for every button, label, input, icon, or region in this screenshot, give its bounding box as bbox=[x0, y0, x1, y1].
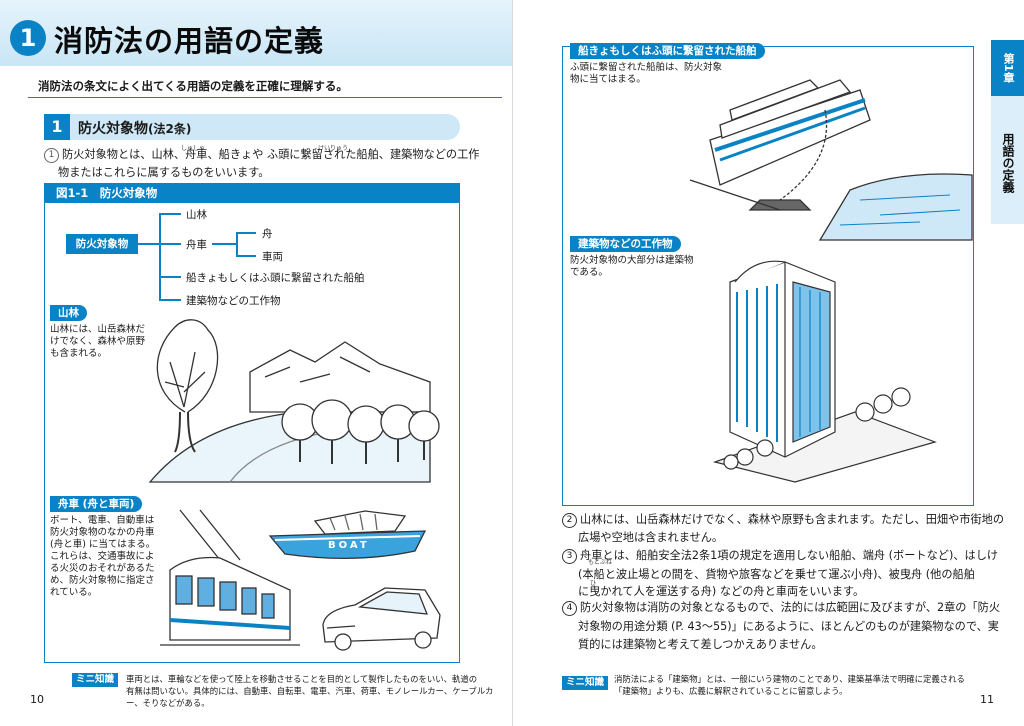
car-illustration bbox=[322, 587, 441, 651]
mini-text-line: 消防法による「建築物」とは、一般にいう建物のことであり、建築基準法で明確に定義さ… bbox=[614, 674, 965, 684]
tree-kenchiku: 建築物などの工作物 bbox=[186, 295, 281, 307]
chapter-side-tab: 第1章 用語の定義 bbox=[991, 40, 1024, 226]
side-tab-chapter: 第1章 bbox=[991, 40, 1024, 96]
paragraph-2-line-1: 山林には、山岳森林だけでなく、森林や原野も含まれます。ただし、田畑や市街地の bbox=[580, 513, 1005, 526]
chapter-title: 消防法の用語の定義 bbox=[54, 24, 325, 58]
ship-caption-line: 物に当てはまる。 bbox=[570, 74, 646, 85]
chapter-header: 1 消防法の用語の定義 bbox=[0, 0, 512, 66]
figure-title: 図1-1 防火対象物 bbox=[56, 186, 158, 200]
paragraph-2-line-2: 広場や空地は含まれません。 bbox=[578, 531, 724, 544]
tree-line bbox=[236, 255, 256, 257]
chapter-lead: 消防法の条文によく出てくる用語の定義を正確に理解する。 bbox=[38, 79, 348, 93]
ship-tag: 船きょもしくはふ頭に繋留された船舶 bbox=[570, 43, 765, 59]
paragraph-1-line-1: 防火対象物とは、山林、舟車、船きょや ふ頭に繋留された船舶、建築物などの工作 bbox=[62, 148, 480, 161]
side-tab-title: 用語の定義 bbox=[991, 96, 1024, 224]
ruby-hikari: ひ bbox=[590, 580, 597, 587]
sanrin-caption-line: 山林には、山岳森林だ bbox=[50, 324, 146, 335]
tree-line bbox=[159, 213, 161, 301]
shusha-caption: ボート、電車、自動車は 防火対象物のなかの舟車 (舟と車) に当てはまる。 これ… bbox=[50, 515, 155, 599]
ship-caption-line: ふ頭に繋留された船舶は、防火対象 bbox=[570, 62, 723, 73]
tree-fune: 舟 bbox=[262, 228, 273, 240]
paragraph-number: 2 bbox=[562, 513, 577, 528]
tree-line bbox=[159, 276, 181, 278]
tree-shusha: 舟車 bbox=[186, 239, 207, 251]
ruby-motobune: もとぶね bbox=[588, 559, 612, 566]
mini-text-line: 車両とは、車輪などを使って陸上を移動させることを目的として製作したものをいい、軌… bbox=[126, 674, 478, 684]
ruby-shusha: しゅしゃ bbox=[181, 145, 206, 152]
paragraph-4-line-1: 防火対象物は消防の対象となるもので、法的には広範囲に及びますが、2章の「防火 bbox=[580, 601, 1001, 614]
mini-text-line: 「建築物」よりも、広義に解釈されていることに留意しよう。 bbox=[614, 686, 848, 696]
tree-line bbox=[236, 232, 256, 234]
ruby-keiryu: けいりゅう bbox=[318, 145, 349, 152]
sanrin-caption-line: けでなく、森林や原野 bbox=[50, 336, 146, 347]
shusha-caption-line: 防火対象物のなかの舟車 bbox=[50, 527, 155, 538]
shusha-caption-line: る火災のおそれがあるた bbox=[50, 563, 155, 574]
section-number: 1 bbox=[44, 114, 70, 140]
chapter-number: 1 bbox=[10, 20, 46, 56]
section-title-main: 防火対象物 bbox=[78, 121, 148, 137]
mini-knowledge-label-right: ミニ知識 bbox=[562, 676, 609, 690]
shusha-tag: 舟車 (舟と車両) bbox=[50, 496, 143, 512]
ship-illustration bbox=[689, 79, 973, 241]
boat-label: BOAT bbox=[328, 540, 370, 551]
page-number: 10 bbox=[30, 693, 44, 706]
paragraph-4-line-3: 質的には建築物と考えて差しつかえありません。 bbox=[578, 638, 823, 651]
paragraph-number: 3 bbox=[562, 549, 577, 564]
boat-illustration bbox=[268, 510, 427, 559]
building-caption-line: である。 bbox=[570, 267, 608, 278]
section-header: 1 防火対象物(法2条) bbox=[44, 114, 460, 140]
tree-line bbox=[236, 232, 238, 256]
paragraph-number: 4 bbox=[562, 601, 577, 616]
tree-line bbox=[159, 243, 181, 245]
forest-illustration bbox=[148, 319, 440, 483]
section-title: 防火対象物(法2条) bbox=[78, 118, 191, 138]
sanrin-caption: 山林には、山岳森林だ けでなく、森林や原野 も含まれる。 bbox=[50, 324, 145, 360]
shusha-caption-line: ボート、電車、自動車は bbox=[50, 515, 155, 526]
sanrin-caption-line: も含まれる。 bbox=[50, 348, 108, 359]
shusha-caption-line: れている。 bbox=[50, 587, 98, 598]
mini-knowledge-label: ミニ知識 bbox=[72, 673, 119, 687]
ship-caption: ふ頭に繋留された船舶は、防火対象 物に当てはまる。 bbox=[570, 62, 722, 86]
building-caption: 防火対象物の大部分は建築物 である。 bbox=[570, 255, 694, 279]
paragraph-1-line-2: 物またはこれらに属するものをいいます。 bbox=[58, 166, 270, 179]
train-illustration bbox=[160, 509, 300, 646]
figure-title-bar bbox=[44, 183, 460, 203]
mini-text-line: 有無は問いない。具体的には、自動車、自転車、電車、汽車、荷車、モノレールカー、ケ… bbox=[126, 686, 494, 696]
paragraph-number: 1 bbox=[44, 148, 59, 163]
tree-sanrin: 山林 bbox=[186, 209, 207, 221]
paragraph-3-line-1: 舟車とは、船舶安全法2条1項の規定を適用しない船舶、端舟 (ボートなど)、はしけ bbox=[580, 549, 999, 562]
building-tag: 建築物などの工作物 bbox=[570, 236, 681, 252]
paragraph-3-line-3: に曳かれて人を運送する舟) などの舟と車両をいいます。 bbox=[578, 585, 865, 598]
lead-divider bbox=[28, 97, 502, 98]
tree-line bbox=[138, 243, 160, 245]
tree-root: 防火対象物 bbox=[66, 234, 138, 254]
shusha-caption-line: これらは、交通事故によ bbox=[50, 551, 155, 562]
tree-line bbox=[159, 299, 181, 301]
tree-sharyo: 車両 bbox=[262, 251, 283, 263]
section-subtitle: (法2条) bbox=[148, 122, 192, 136]
mini-knowledge-text: 車両とは、車輪などを使って陸上を移動させることを目的として製作したものをいい、軌… bbox=[126, 673, 493, 709]
left-page: 1 消防法の用語の定義 消防法の条文によく出てくる用語の定義を正確に理解する。 … bbox=[0, 0, 512, 709]
building-illustration bbox=[712, 260, 937, 483]
mini-knowledge-text-right: 消防法による「建築物」とは、一般にいう建物のことであり、建築基準法で明確に定義さ… bbox=[614, 673, 965, 697]
shusha-caption-line: (舟と車) に当てはまる。 bbox=[50, 539, 156, 550]
page-number-right: 11 bbox=[980, 693, 994, 706]
sanrin-tag: 山林 bbox=[50, 305, 87, 321]
tree-line bbox=[212, 243, 236, 245]
tree-senkyo: 船きょもしくはふ頭に繋留された船舶 bbox=[186, 272, 365, 284]
shusha-caption-line: め、防火対象物に指定さ bbox=[50, 575, 155, 586]
tree-line bbox=[159, 213, 181, 215]
building-caption-line: 防火対象物の大部分は建築物 bbox=[570, 255, 694, 266]
mini-text-line: ー、そりなどがある。 bbox=[126, 698, 210, 708]
right-figure-frame bbox=[562, 46, 974, 506]
paragraph-4-line-2: 対象物の用途分類 (P. 43〜55)」にあるように、ほとんどのものが建築物なの… bbox=[578, 620, 999, 633]
paragraph-3-line-2: (本船と波止場との間を、貨物や旅客などを乗せて運ぶ小舟)、被曳舟 (他の船舶 bbox=[578, 568, 975, 581]
